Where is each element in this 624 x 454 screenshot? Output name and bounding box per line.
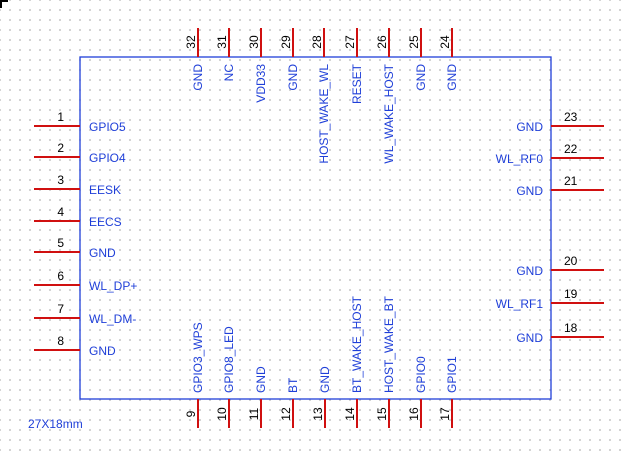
pin-name: GPIO3_WPS — [191, 322, 205, 393]
pin-number: 16 — [407, 407, 421, 421]
pin-number: 15 — [375, 407, 389, 421]
pin-name: GND — [516, 264, 543, 278]
pin-number: 29 — [279, 35, 293, 49]
pin-name: GND — [516, 184, 543, 198]
pin-name: HOST_WAKE_BT — [382, 295, 396, 393]
pin-number: 11 — [247, 407, 261, 420]
pin-number: 10 — [215, 407, 229, 421]
pin-name: GND — [191, 64, 205, 91]
pin-name: GND — [89, 246, 116, 260]
corner-mark — [0, 0, 8, 8]
pin-number: 22 — [564, 142, 578, 156]
pin-name: GPIO8_LED — [222, 326, 236, 393]
pin-number: 24 — [438, 35, 452, 49]
pin-name: GPIO4 — [89, 151, 126, 165]
pin-number: 27 — [343, 35, 357, 49]
pin-name: NC — [222, 64, 236, 82]
pin-name: GND — [516, 331, 543, 345]
pin-name: BT_WAKE_HOST — [350, 295, 364, 393]
pin-name: GND — [286, 64, 300, 91]
pin-name: BT — [286, 377, 300, 393]
pin-number: 32 — [184, 35, 198, 49]
pin-name: GPIO0 — [414, 356, 428, 393]
component-size-label: 27X18mm — [28, 417, 83, 431]
pin-number: 28 — [310, 35, 324, 49]
pin-number: 5 — [57, 236, 64, 250]
pin-name: VDD33 — [254, 64, 268, 103]
pin-number: 7 — [57, 302, 64, 316]
pin-name: RESET — [350, 63, 364, 104]
pin-number: 26 — [375, 35, 389, 49]
pin-name: GND — [254, 366, 268, 393]
pin-name: HOST_WAKE_WL — [317, 64, 331, 164]
pin-name: GND — [89, 344, 116, 358]
pin-name: EESK — [89, 183, 121, 197]
pin-name: WL_DM- — [89, 312, 136, 326]
pin-name: WL_RF1 — [496, 297, 544, 311]
pin-name: EECS — [89, 215, 122, 229]
pin-number: 30 — [247, 35, 261, 49]
pin-number: 18 — [564, 321, 578, 335]
pin-number: 9 — [184, 410, 198, 417]
pin-name: GND — [445, 64, 459, 91]
pin-number: 3 — [57, 173, 64, 187]
pin-number: 31 — [215, 35, 229, 49]
component-body — [79, 56, 552, 400]
pin-number: 25 — [407, 35, 421, 49]
pin-number: 8 — [57, 334, 64, 348]
pin-number: 21 — [564, 174, 578, 188]
pin-number: 23 — [564, 110, 578, 124]
pin-number: 17 — [438, 407, 452, 421]
pin-name: WL_WAKE_HOST — [382, 63, 396, 163]
pin-number: 20 — [564, 254, 578, 268]
pin-name: WL_RF0 — [496, 152, 544, 166]
pin-name: WL_DP+ — [89, 279, 137, 293]
pin-name: GND — [516, 120, 543, 134]
pin-number: 6 — [57, 269, 64, 283]
pin-number: 4 — [57, 205, 64, 219]
pin-number: 14 — [343, 407, 357, 421]
pin-number: 12 — [279, 407, 293, 421]
pin-number: 1 — [57, 110, 64, 124]
pin-name: GPIO1 — [445, 356, 459, 393]
pin-number: 19 — [564, 287, 578, 301]
pin-number: 2 — [57, 141, 64, 155]
pin-name: GND — [414, 64, 428, 91]
pin-number: 13 — [311, 407, 325, 421]
pin-name: GPIO5 — [89, 120, 126, 134]
pin-name: GND — [318, 366, 332, 393]
